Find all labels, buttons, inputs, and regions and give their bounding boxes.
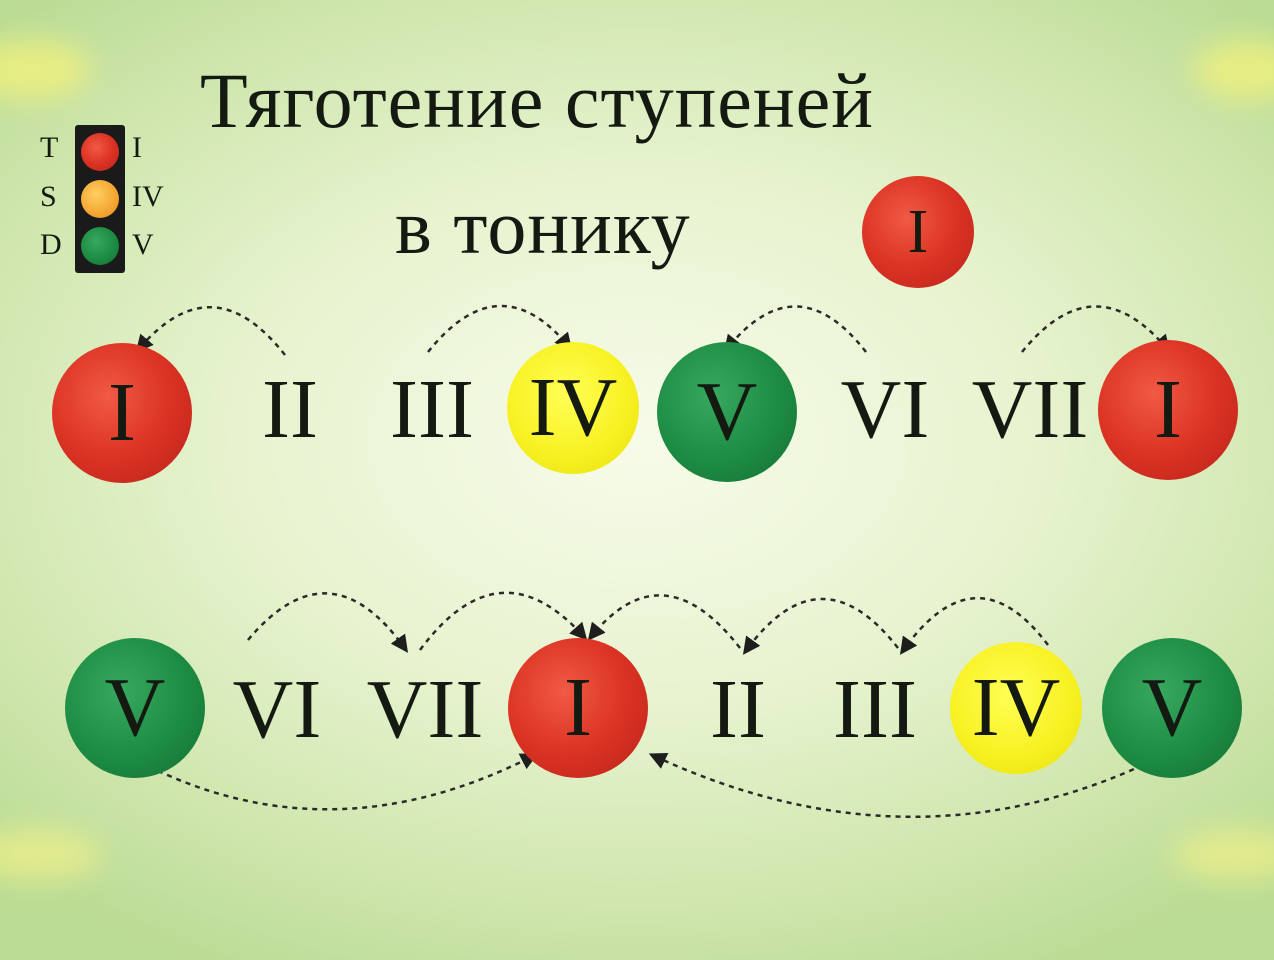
row1-degree-vi: VI <box>840 363 930 456</box>
row1-degree-vii: VII <box>971 363 1089 456</box>
legend-degree-v: V <box>132 228 154 261</box>
traffic-light-icon <box>75 125 125 273</box>
row1-degree-iii: III <box>390 363 474 456</box>
legend-degree-iv: IV <box>132 180 164 213</box>
traffic-light-red-lamp <box>81 133 119 171</box>
row2-degree-v-octave: V <box>1102 638 1242 778</box>
row2-degree-iv: IV <box>950 642 1082 774</box>
row1-degree-v: V <box>657 342 797 482</box>
row2-degree-v: V <box>65 638 205 778</box>
row2-degree-vi: VI <box>232 663 322 756</box>
row2-degree-i: I <box>508 638 648 778</box>
row1-degree-ii: II <box>262 363 318 456</box>
legend-function-s: S <box>40 180 57 213</box>
title-line-2: в тонику <box>395 183 691 270</box>
corner-glow <box>1174 830 1274 880</box>
legend-function-t: T <box>40 131 59 164</box>
row1-degree-i-octave: I <box>1098 340 1238 480</box>
traffic-light-yellow-lamp <box>81 180 119 218</box>
row2-degree-iii: III <box>833 663 917 756</box>
corner-glow <box>0 830 100 880</box>
row2-degree-vii: VII <box>366 663 484 756</box>
corner-glow <box>1194 40 1274 100</box>
traffic-light-green-lamp <box>81 227 119 265</box>
row2-degree-ii: II <box>710 663 766 756</box>
legend-function-d: D <box>40 228 62 261</box>
title-tonic-badge: I <box>862 176 974 288</box>
title-line-1: Тяготение ступеней <box>200 57 875 144</box>
row1-degree-iv: IV <box>507 342 639 474</box>
legend-degree-i: I <box>132 131 142 164</box>
row1-degree-i: I <box>52 343 192 483</box>
